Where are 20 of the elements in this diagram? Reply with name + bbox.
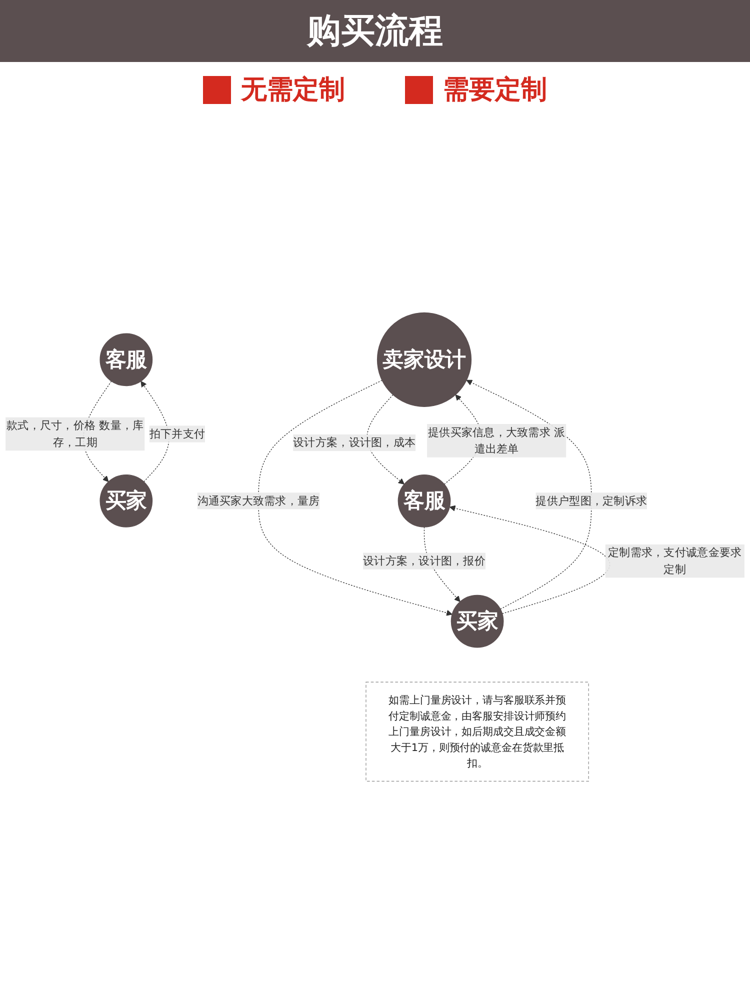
node-box: 如需上门量房设计，请与客服联系并预付定制诚意金，由客服安排设计师预约上门量房设计，如后期成交且成交金额大于1万，则预付的诚意金在货款里抵扣。 [366,682,589,782]
edge-label: 提供买家信息，大致需求 派遣出差单 [428,425,566,456]
edge-label: 沟通买家大致需求，量房 [197,494,320,508]
edge-label: 设计方案，设计图，成本 [293,436,416,450]
arrow [466,380,592,610]
section-heading: 无需定制 [241,74,345,107]
section-heading: 需要定制 [443,74,547,107]
arrow [140,380,170,482]
edge-label: 设计方案，设计图，报价 [363,554,486,568]
node-circle: 客服 [100,333,153,386]
edge-label: 拍下并支付 [149,427,206,440]
edge-label: 款式，尺寸，价格 数量，库存，工期 [6,418,144,449]
node-circle: 买家 [100,474,153,528]
node-circle: 客服 [398,474,451,528]
arrow [366,394,404,484]
edge-label: 定制需求，支付诚意金要求定制 [608,546,742,576]
edge-label: 提供户型图，定制诉求 [536,494,648,508]
node-circle: 卖家设计 [376,312,472,407]
title-banner: 购买流程 [0,0,750,62]
node-circle: 买家 [450,594,504,648]
